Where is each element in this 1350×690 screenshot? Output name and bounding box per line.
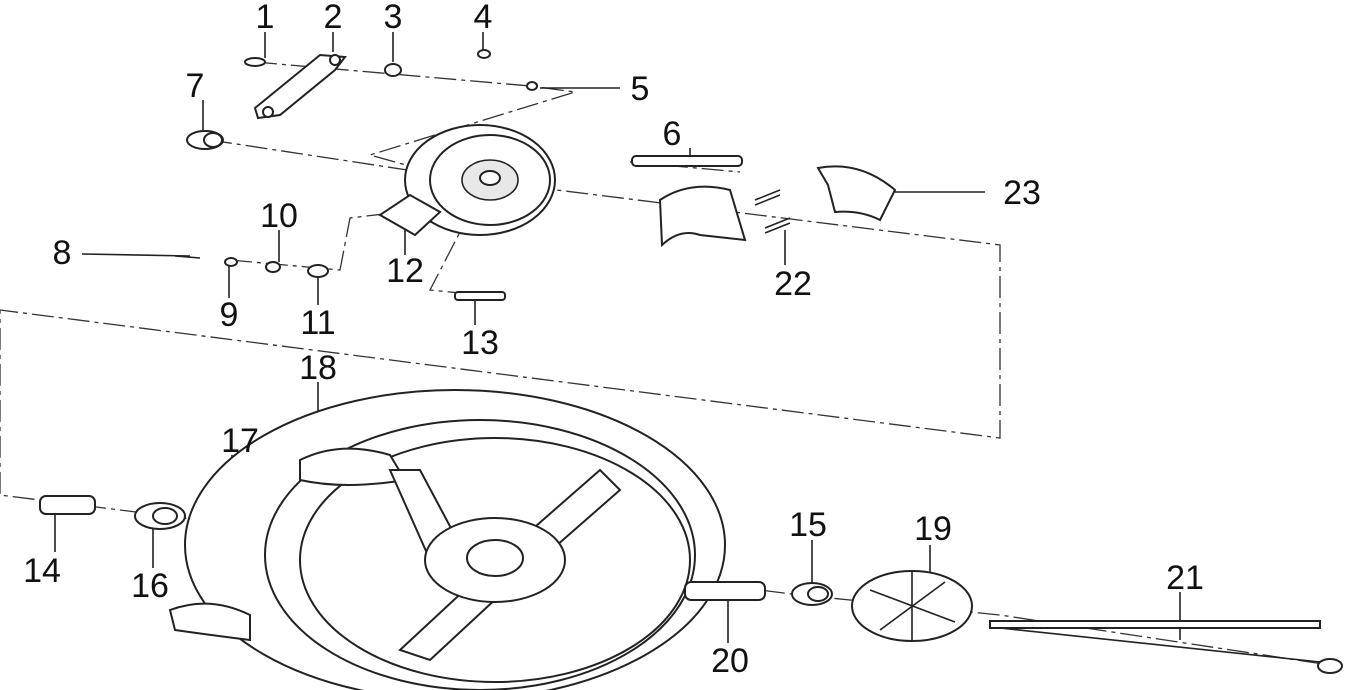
part-19-speedo-drive <box>851 570 973 642</box>
part-7-collar <box>186 130 224 150</box>
callout-2: 2 <box>324 0 343 36</box>
part-2-brake-arm <box>253 53 347 120</box>
part-8-bolt <box>174 255 201 259</box>
callout-20: 20 <box>711 642 749 680</box>
part-21-axle <box>989 620 1343 674</box>
part-5-seal <box>526 81 538 91</box>
part-6-cam <box>631 155 743 167</box>
part-brake-shoe-left <box>658 185 747 248</box>
part-23-brake-shoe <box>816 165 897 222</box>
callout-5: 5 <box>631 70 650 108</box>
callout-7: 7 <box>186 67 205 105</box>
part-4-nut <box>477 49 491 59</box>
part-16-bearing <box>134 502 186 530</box>
callout-12: 12 <box>386 252 424 290</box>
callout-9: 9 <box>220 296 239 334</box>
callout-21: 21 <box>1166 559 1204 597</box>
callout-17: 17 <box>221 422 259 460</box>
part-3-washer <box>384 63 402 77</box>
part-1-bolt <box>244 57 266 67</box>
callout-15: 15 <box>789 506 827 544</box>
callout-8: 8 <box>53 234 72 272</box>
callout-6: 6 <box>663 115 682 153</box>
callout-labels: 1 2 3 4 5 6 7 8 9 10 11 12 13 14 15 16 1… <box>23 0 1204 680</box>
callout-10: 10 <box>260 197 298 235</box>
callout-11: 11 <box>300 304 335 342</box>
part-15-bearing <box>791 582 833 606</box>
part-17-18-wheel-tire <box>168 389 726 690</box>
callout-1: 1 <box>256 0 275 36</box>
part-12-brake-panel <box>378 124 556 237</box>
part-13-bolt <box>454 291 506 301</box>
callout-22: 22 <box>774 265 812 303</box>
callout-3: 3 <box>384 0 403 36</box>
part-14-spacer <box>39 495 96 515</box>
callout-14: 14 <box>23 552 61 590</box>
callout-4: 4 <box>474 0 493 36</box>
callout-13: 13 <box>461 324 499 362</box>
part-22-spring <box>754 189 791 234</box>
part-20-spacer <box>684 581 766 601</box>
part-10-washer <box>265 261 281 273</box>
part-9-washer <box>224 257 238 267</box>
callout-16: 16 <box>131 567 169 605</box>
callout-23: 23 <box>1003 174 1041 212</box>
callout-19: 19 <box>914 510 952 548</box>
callout-18: 18 <box>299 349 337 387</box>
part-11-nut <box>307 264 329 278</box>
